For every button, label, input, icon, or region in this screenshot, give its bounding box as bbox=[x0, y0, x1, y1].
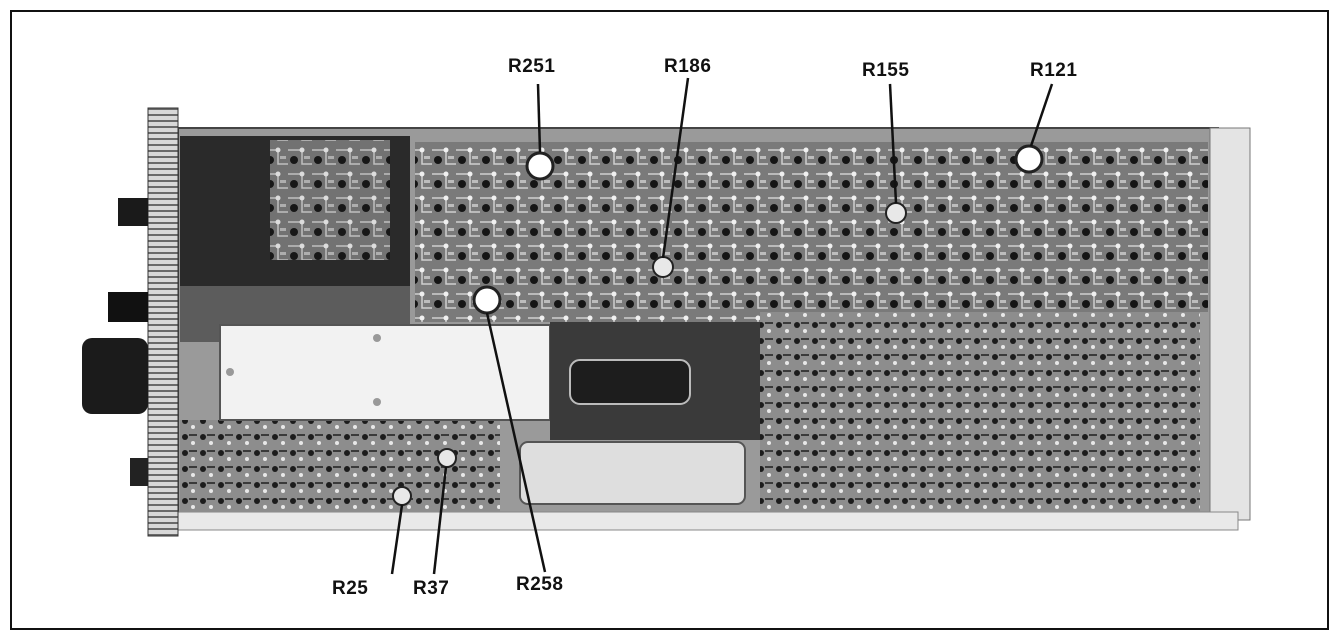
knob-middle bbox=[108, 292, 148, 322]
label-r121: R121 bbox=[1030, 60, 1078, 81]
knob-top bbox=[118, 198, 148, 226]
knob-large bbox=[82, 338, 148, 414]
r155-trimmer bbox=[885, 202, 907, 224]
label-r155: R155 bbox=[862, 60, 910, 81]
r37-trimmer bbox=[437, 448, 457, 468]
label-r186: R186 bbox=[664, 56, 712, 77]
main-board-left bbox=[415, 142, 760, 322]
r186-leader bbox=[661, 77, 690, 259]
r186-trimmer bbox=[652, 256, 674, 278]
r155-leader bbox=[888, 83, 898, 204]
r258-leader bbox=[485, 312, 547, 573]
knob-bottom bbox=[130, 458, 148, 486]
r258-trimmer bbox=[472, 285, 502, 315]
r121-trimmer bbox=[1014, 144, 1044, 174]
capacitor bbox=[519, 441, 746, 505]
shield-box bbox=[219, 324, 551, 421]
lower-right-board bbox=[760, 312, 1200, 512]
label-r258: R258 bbox=[516, 574, 564, 595]
r25-leader bbox=[390, 504, 404, 575]
r251-trimmer bbox=[525, 151, 555, 181]
main-board-right bbox=[760, 142, 1208, 312]
r121-leader bbox=[1029, 83, 1054, 147]
label-r37: R37 bbox=[413, 578, 450, 599]
front-panel bbox=[147, 107, 179, 537]
r37-leader bbox=[432, 466, 448, 575]
chassis-side bbox=[1209, 127, 1251, 521]
label-r251: R251 bbox=[508, 56, 556, 77]
label-r25: R25 bbox=[332, 578, 369, 599]
r251-leader bbox=[536, 83, 542, 153]
r25-trimmer bbox=[392, 486, 412, 506]
